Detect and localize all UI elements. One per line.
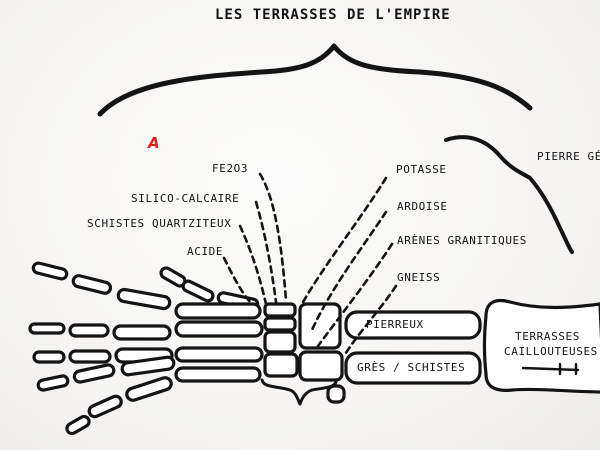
- finger-bone: [112, 324, 172, 341]
- label-ardoise: ARDOISE: [397, 200, 448, 213]
- finger-bone: [174, 346, 264, 363]
- leader-line-acide: [222, 256, 252, 304]
- label-gneiss: GNEISS: [397, 271, 441, 284]
- leader-line-gneiss: [342, 284, 398, 358]
- label-terrasses: TERRASSES: [515, 330, 581, 343]
- label-caillouteuses: CAILLOUTEUSES: [504, 345, 598, 358]
- leader-line-potasse: [300, 176, 388, 306]
- finger-bone: [36, 374, 70, 392]
- finger-bone: [71, 274, 113, 295]
- label-pierreux: PIERREUX: [366, 318, 424, 331]
- finger-bone: [125, 376, 173, 402]
- finger-bone: [87, 394, 123, 419]
- gres-schistes-box: [344, 351, 482, 385]
- finger-bone: [174, 320, 264, 338]
- finger-bone: [72, 363, 116, 384]
- leader-line-silico-calcaire: [254, 200, 278, 304]
- finger-bone: [68, 349, 112, 364]
- finger-bone: [28, 322, 66, 335]
- finger-bone: [181, 279, 215, 303]
- right-bracket: [444, 135, 574, 254]
- finger-bone: [116, 287, 172, 311]
- carpal-bone: [263, 316, 297, 332]
- finger-bone: [174, 366, 262, 383]
- label-silico-calcaire: SILICO-CALCAIRE: [131, 192, 240, 205]
- carpal-bone: [298, 302, 342, 350]
- carpal-bone: [326, 384, 346, 404]
- terrasses-tick: [521, 366, 580, 372]
- finger-bone: [65, 414, 91, 436]
- carpal-bone: [263, 302, 297, 318]
- finger-bone: [174, 302, 262, 320]
- carpal-bone: [298, 350, 344, 382]
- label-schistes-quartziteux: SCHISTES QUARTZITEUX: [87, 217, 232, 230]
- label-gres-schistes: GRÈS / SCHISTES: [357, 361, 466, 374]
- label-arenes-granitiques: ARÈNES GRANITIQUES: [397, 234, 528, 247]
- label-potasse: POTASSE: [396, 163, 447, 176]
- finger-bone: [32, 350, 66, 364]
- carpal-bone: [263, 352, 299, 378]
- pierreux-box: [344, 310, 482, 340]
- top-brace: [97, 43, 533, 117]
- label-acide: ACIDE: [187, 245, 224, 258]
- red-marker: A: [148, 134, 160, 152]
- wrist-brace: [260, 378, 338, 406]
- carpal-bone: [263, 330, 297, 354]
- finger-bone: [31, 261, 69, 281]
- finger-bone: [68, 323, 110, 338]
- label-fe2o3: FE2O3: [212, 162, 249, 175]
- leader-line-arenes-granitiques: [316, 242, 394, 348]
- leader-line-ardoise: [310, 210, 388, 332]
- finger-bone: [120, 355, 176, 377]
- leader-line-fe2o3: [258, 172, 288, 302]
- diagram-title: LES TERRASSES DE L'EMPIRE: [215, 7, 451, 23]
- label-pierre-cut: PIERRE GÉ: [537, 150, 600, 163]
